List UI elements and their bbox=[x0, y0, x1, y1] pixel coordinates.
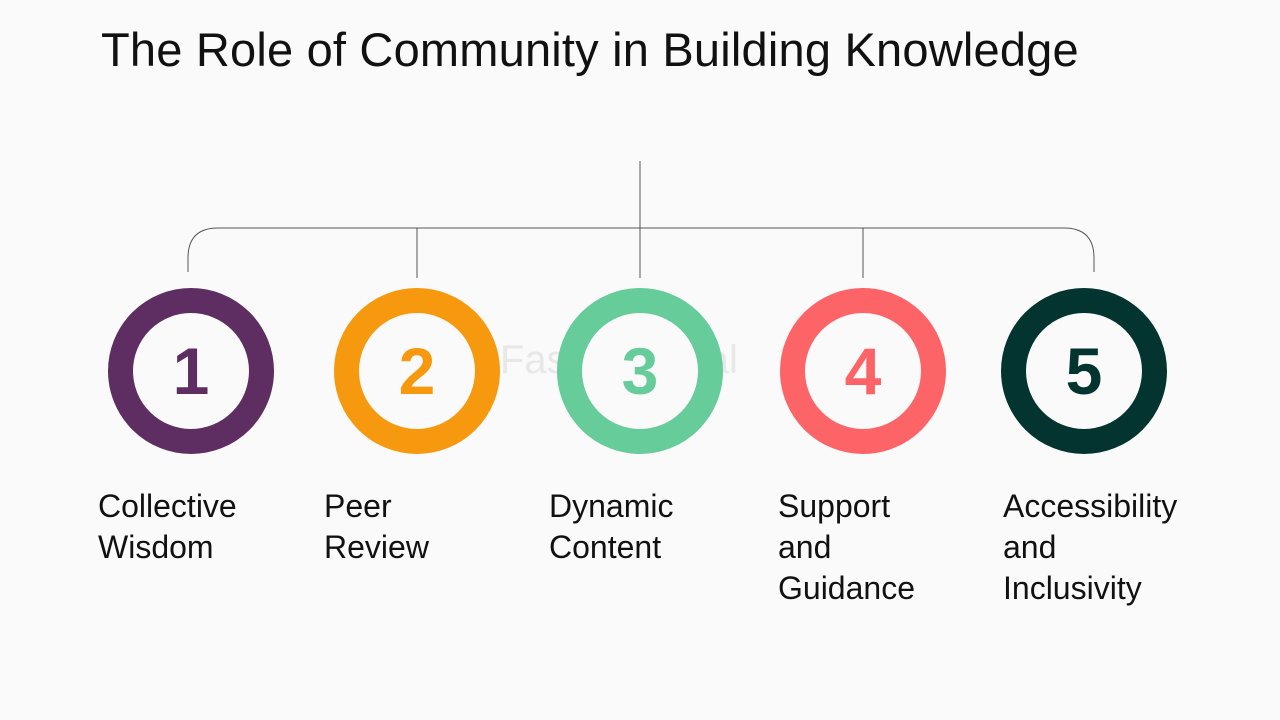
step-1-number: 1 bbox=[172, 334, 210, 408]
step-4-label-line: and bbox=[778, 529, 832, 565]
step-1-label-line: Collective bbox=[98, 488, 237, 524]
step-4-label-line: Guidance bbox=[778, 570, 915, 606]
step-1-label: Collective Wisdom bbox=[98, 486, 282, 568]
step-3-label: Dynamic Content bbox=[549, 486, 733, 568]
step-5-label-line: Inclusivity bbox=[1003, 570, 1142, 606]
step-5-number: 5 bbox=[1065, 334, 1103, 408]
step-5-label: Accessibility and Inclusivity bbox=[1003, 486, 1187, 609]
step-4-circle: 4 bbox=[780, 288, 946, 454]
step-1-circle: 1 bbox=[108, 288, 274, 454]
step-3-label-line: Dynamic bbox=[549, 488, 674, 524]
step-5-circle: 5 bbox=[1001, 288, 1167, 454]
step-2-label-line: Review bbox=[324, 529, 429, 565]
step-3-number: 3 bbox=[621, 334, 659, 408]
step-4-label-line: Support bbox=[778, 488, 891, 524]
step-3-circle: 3 bbox=[557, 288, 723, 454]
step-2-number: 2 bbox=[398, 334, 436, 408]
branch-bar bbox=[187, 227, 1095, 272]
step-2-circle: 2 bbox=[334, 288, 500, 454]
step-4-number: 4 bbox=[844, 334, 882, 408]
diagram-title: The Role of Community in Building Knowle… bbox=[101, 23, 1079, 76]
step-2-label: Peer Review bbox=[324, 486, 508, 568]
step-3-label-line: Content bbox=[549, 529, 662, 565]
step-5-label-line: and bbox=[1003, 529, 1057, 565]
step-5-label-line: Accessibility bbox=[1003, 488, 1178, 524]
step-4-label: Support and Guidance bbox=[778, 486, 962, 609]
step-2-label-line: Peer bbox=[324, 488, 392, 524]
step-1-label-line: Wisdom bbox=[98, 529, 214, 565]
